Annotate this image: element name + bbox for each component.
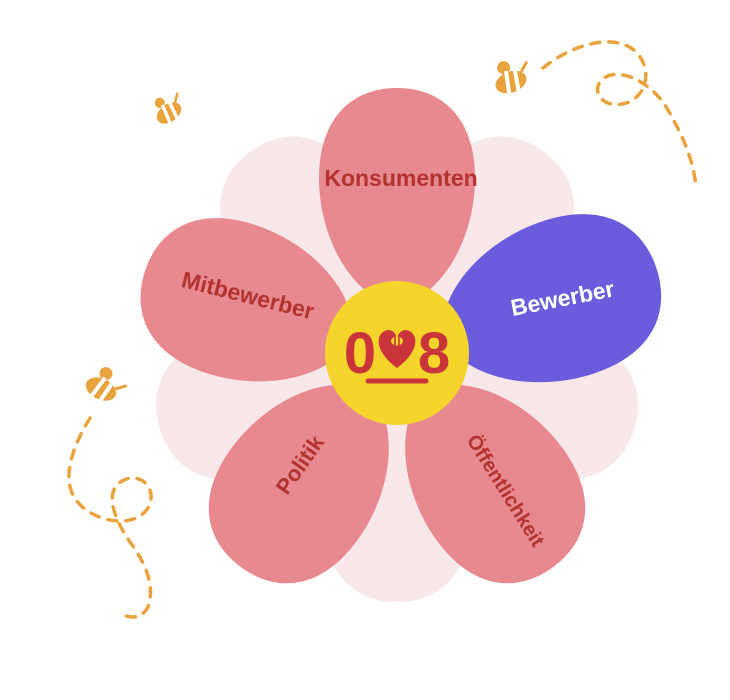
petal-oeffentlichkeit bbox=[405, 384, 586, 584]
dashed-flight-trail-left bbox=[67, 416, 153, 619]
bee-icon bbox=[154, 92, 182, 125]
flower-center: 0 8 bbox=[325, 281, 469, 425]
logo-left-digit: 0 bbox=[344, 321, 376, 386]
petal-politik bbox=[208, 384, 389, 584]
bee-icon bbox=[85, 367, 128, 403]
stakeholder-petals bbox=[140, 88, 662, 584]
heart-icon bbox=[378, 329, 416, 368]
petal-konsumenten bbox=[319, 88, 475, 308]
petal-bewerber bbox=[441, 214, 662, 383]
logo-right-digit: 8 bbox=[418, 321, 450, 386]
bee-icon bbox=[495, 61, 528, 96]
petal-mitbewerber bbox=[140, 218, 355, 382]
petal-label-konsumenten: Konsumenten bbox=[324, 165, 477, 191]
heart-bee-icon bbox=[391, 336, 403, 346]
dashed-flight-trail-top-right bbox=[541, 40, 698, 190]
